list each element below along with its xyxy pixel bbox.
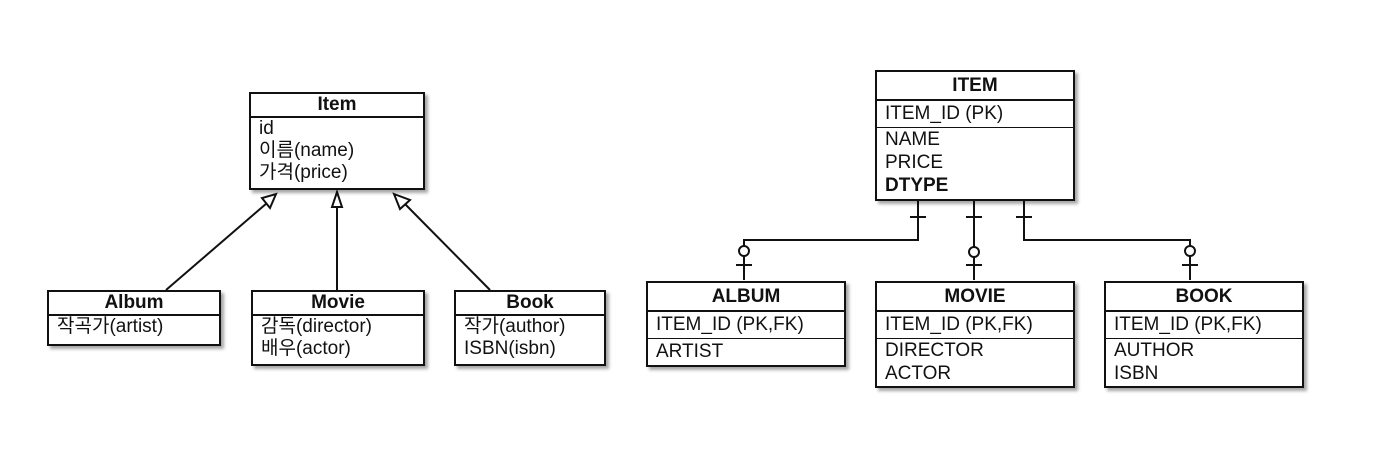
column-album-item-id: ITEM_ID (PK,FK) (656, 314, 804, 335)
column-book-item-id: ITEM_ID (PK,FK) (1114, 314, 1262, 335)
class-item-title: Item (251, 94, 423, 118)
column-name: NAME (885, 129, 940, 150)
field-artist: 작곡가(artist) (57, 316, 164, 337)
table-book: BOOK ITEM_ID (PK,FK) AUTHOR ISBN (1104, 281, 1304, 388)
zero-mark-album (738, 245, 750, 257)
field-isbn: ISBN(isbn) (464, 338, 556, 359)
table-album: ALBUM ITEM_ID (PK,FK) ARTIST (646, 281, 846, 367)
zero-mark-movie (968, 246, 980, 258)
column-price: PRICE (885, 152, 944, 173)
class-book: Book 작가(author) ISBN(isbn) (454, 290, 606, 366)
class-book-title: Book (456, 292, 604, 316)
field-id: id (259, 118, 274, 139)
table-item-columns: NAME PRICE DTYPE (877, 128, 1073, 197)
table-movie-title: MOVIE (877, 283, 1073, 312)
table-movie-columns: DIRECTOR ACTOR (877, 339, 1073, 385)
inheritance-line-book (403, 202, 491, 291)
relationship-line-book (1023, 200, 1191, 280)
column-isbn: ISBN (1114, 363, 1159, 384)
inheritance-line-album (165, 202, 268, 291)
class-item-fields: id 이름(name) 가격(price) (251, 118, 423, 184)
column-author: AUTHOR (1114, 340, 1195, 361)
table-movie: MOVIE ITEM_ID (PK,FK) DIRECTOR ACTOR (875, 281, 1075, 388)
table-album-pk-section: ITEM_ID (PK,FK) (648, 312, 844, 339)
field-name: 이름(name) (259, 140, 355, 161)
column-dtype: DTYPE (885, 175, 949, 196)
inheritance-arrow-album (260, 192, 278, 210)
inheritance-arrow-book (392, 192, 412, 211)
table-item-pk-section: ITEM_ID (PK) (877, 101, 1073, 128)
class-album: Album 작곡가(artist) (47, 290, 221, 346)
zero-mark-book (1184, 245, 1196, 257)
class-book-fields: 작가(author) ISBN(isbn) (456, 316, 604, 360)
table-book-pk-section: ITEM_ID (PK,FK) (1106, 312, 1302, 339)
field-director: 감독(director) (261, 316, 372, 337)
table-movie-pk-section: ITEM_ID (PK,FK) (877, 312, 1073, 339)
column-movie-item-id: ITEM_ID (PK,FK) (885, 314, 1033, 335)
column-item-id: ITEM_ID (PK) (885, 103, 1004, 124)
column-artist: ARTIST (656, 341, 724, 362)
column-actor: ACTOR (885, 363, 952, 384)
class-movie: Movie 감독(director) 배우(actor) (251, 290, 425, 366)
inheritance-arrow-movie (330, 188, 344, 208)
table-album-title: ALBUM (648, 283, 844, 312)
class-item: Item id 이름(name) 가격(price) (249, 92, 425, 190)
class-movie-title: Movie (253, 292, 423, 316)
table-album-columns: ARTIST (648, 339, 844, 364)
class-movie-fields: 감독(director) 배우(actor) (253, 316, 423, 360)
table-book-columns: AUTHOR ISBN (1106, 339, 1302, 385)
relationship-line-album (743, 200, 919, 280)
table-item: ITEM ITEM_ID (PK) NAME PRICE DTYPE (875, 70, 1075, 201)
column-director: DIRECTOR (885, 340, 984, 361)
table-item-title: ITEM (877, 72, 1073, 101)
table-book-title: BOOK (1106, 283, 1302, 312)
field-price: 가격(price) (259, 162, 348, 183)
field-author: 작가(author) (464, 316, 566, 337)
field-actor: 배우(actor) (261, 338, 351, 359)
class-album-fields: 작곡가(artist) (49, 316, 219, 338)
class-album-title: Album (49, 292, 219, 316)
